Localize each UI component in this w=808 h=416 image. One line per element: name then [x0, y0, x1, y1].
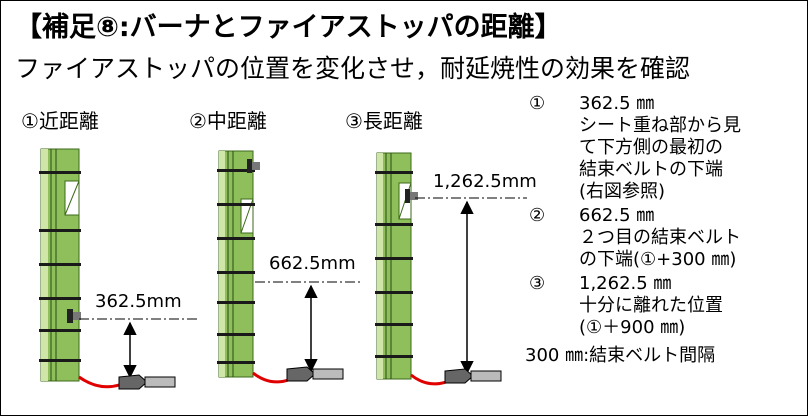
column-2: [217, 150, 363, 384]
fire-stopper-1: [67, 309, 81, 323]
note-2-line-1: ２つ目の結束ベルト: [579, 227, 741, 248]
note-2-line-2: の下端(①+300 ㎜): [579, 249, 737, 270]
fire-stopper-3: [405, 189, 418, 203]
note-1-line-3: 結束ベルトの下端: [579, 159, 723, 180]
note-3-number: ③: [529, 273, 546, 294]
fire-stopper-2: [247, 159, 260, 173]
column-3: [375, 152, 527, 386]
case-3-label: ③長距離: [345, 109, 423, 133]
distance-label-2: 662.5mm: [269, 253, 356, 274]
note-3-line-1: 十分に離れた位置: [579, 295, 723, 316]
slide-subtitle: ファイアストッパの位置を変化させ，耐延焼性の効果を確認: [15, 54, 691, 83]
note-2-value: 662.5 ㎜: [579, 205, 655, 226]
column-1: [39, 148, 197, 390]
burner-3: [444, 368, 502, 384]
hose-2: [252, 371, 292, 384]
hose-3: [410, 373, 450, 386]
note-2-number: ②: [529, 205, 546, 226]
note-1-number: ①: [529, 93, 546, 114]
distance-label-3: 1,262.5mm: [433, 171, 537, 192]
case-1-label: ①近距離: [21, 109, 99, 133]
slide-title: 【補足⑧:バーナとファイアストッパの距離】: [15, 12, 562, 43]
note-3-value: 1,262.5 ㎜: [579, 273, 672, 294]
case-2-label: ②中距離: [189, 109, 267, 133]
note-1-value: 362.5 ㎜: [579, 93, 655, 114]
burner-1: [118, 374, 176, 390]
burner-2: [286, 366, 344, 382]
note-3-line-2: (①＋900 ㎜): [579, 317, 686, 338]
note-1-line-1: シート重ね部から見: [579, 115, 741, 136]
note-1-line-4: (右図参照): [579, 181, 666, 202]
distance-label-1: 362.5mm: [95, 291, 182, 312]
note-1-line-2: て下方側の最初の: [579, 137, 723, 158]
hose-1: [78, 375, 120, 389]
notes-footer: 300 ㎜:結束ベルト間隔: [525, 345, 716, 366]
